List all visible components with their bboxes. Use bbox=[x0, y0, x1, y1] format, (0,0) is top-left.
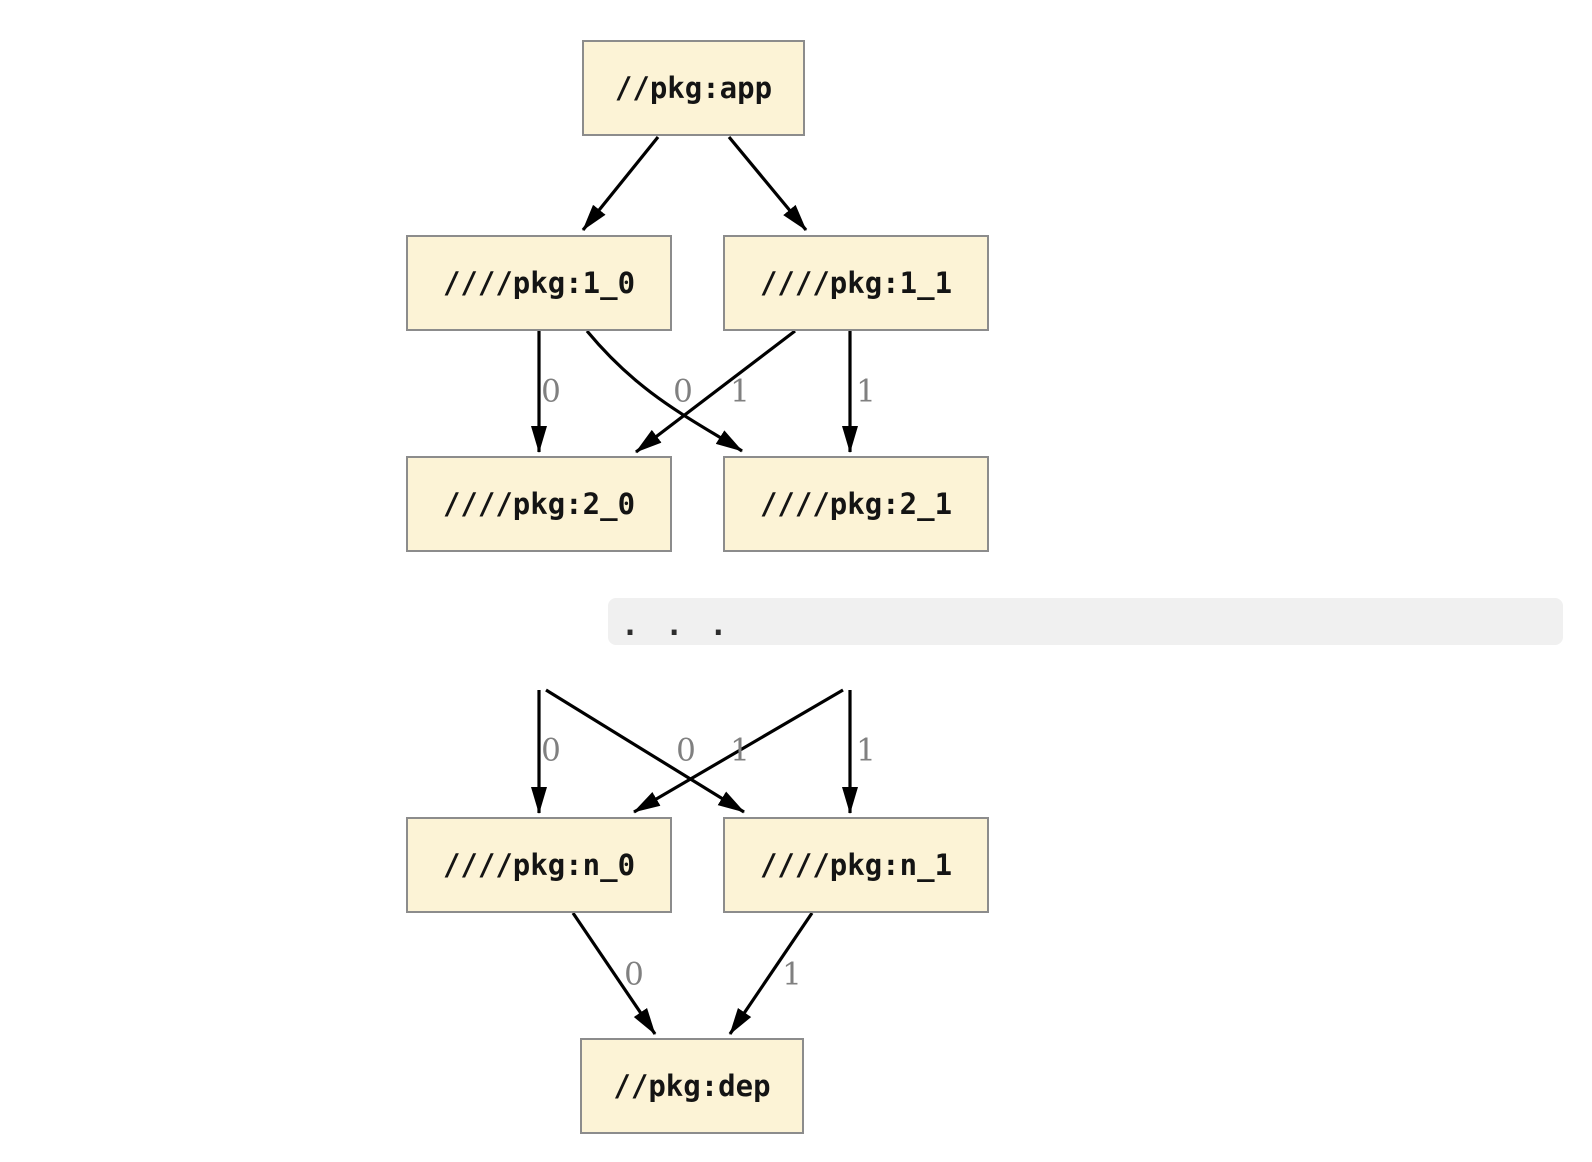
node-pkg-2_1: ////pkg:2_1 bbox=[723, 456, 989, 552]
edge-label-prev2-n_1: 1 bbox=[856, 732, 876, 769]
node-pkg-app: //pkg:app bbox=[582, 40, 805, 136]
node-label: ////pkg:n_0 bbox=[442, 848, 636, 882]
edge-1_0-2_1 bbox=[585, 329, 743, 453]
node-pkg-n_0: ////pkg:n_0 bbox=[406, 817, 672, 913]
edge-label-prev2-n_0: 1 bbox=[730, 732, 750, 769]
node-pkg-n_1: ////pkg:n_1 bbox=[723, 817, 989, 913]
edge-prev2-n_0 bbox=[633, 688, 844, 814]
edge-label-1_1-2_1: 1 bbox=[856, 373, 876, 410]
node-label: ////pkg:1_1 bbox=[759, 266, 953, 300]
edge-1_1-2_0 bbox=[635, 329, 796, 454]
edge-app-1_1 bbox=[727, 135, 808, 232]
node-pkg-dep: //pkg:dep bbox=[580, 1038, 804, 1134]
edge-label-1_0-2_1: 0 bbox=[673, 373, 693, 410]
ellipsis-dots: . . . bbox=[621, 608, 732, 643]
edge-label-1_1-2_0: 1 bbox=[730, 373, 750, 410]
node-pkg-1_1: ////pkg:1_1 bbox=[723, 235, 989, 331]
edge-label-prev-n_0: 0 bbox=[541, 732, 561, 769]
edge-prev-n_1 bbox=[545, 688, 745, 814]
node-label: //pkg:app bbox=[614, 71, 773, 105]
edge-label-n_1-dep: 1 bbox=[782, 956, 802, 993]
edge-app-1_0 bbox=[581, 135, 660, 232]
node-pkg-1_0: ////pkg:1_0 bbox=[406, 235, 672, 331]
ellipsis-bar: . . . bbox=[608, 598, 1563, 645]
edge-n_1-dep bbox=[728, 912, 814, 1035]
edge-n_0-dep bbox=[571, 912, 657, 1035]
node-label: //pkg:dep bbox=[613, 1069, 771, 1103]
node-label: ////pkg:n_1 bbox=[759, 848, 953, 882]
node-label: ////pkg:1_0 bbox=[442, 266, 636, 300]
node-label: ////pkg:2_1 bbox=[759, 487, 953, 521]
node-label: ////pkg:2_0 bbox=[442, 487, 636, 521]
edge-label-prev-n_1: 0 bbox=[676, 732, 696, 769]
edge-label-n_0-dep: 0 bbox=[624, 956, 644, 993]
node-pkg-2_0: ////pkg:2_0 bbox=[406, 456, 672, 552]
edge-label-1_0-2_0: 0 bbox=[541, 373, 561, 410]
